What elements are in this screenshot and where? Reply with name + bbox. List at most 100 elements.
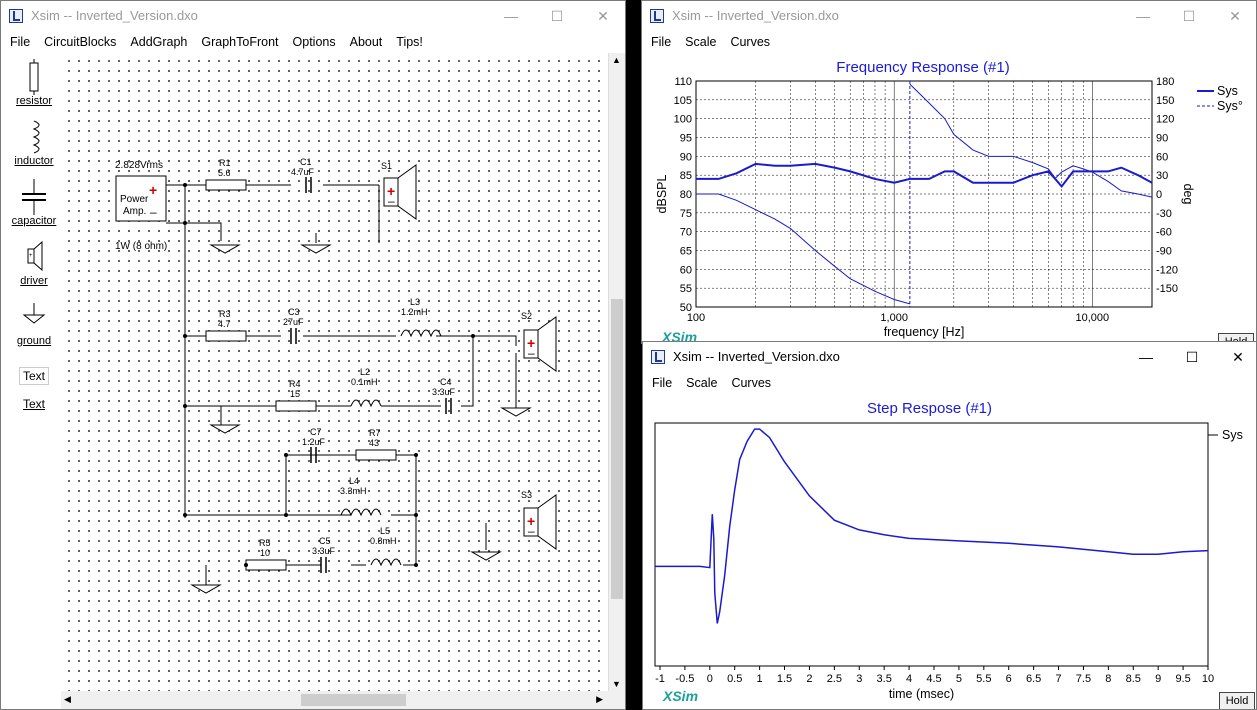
part-r1-value: 5.6 <box>218 168 231 178</box>
x-tick-label: 0 <box>707 673 713 685</box>
menu-curves[interactable]: Curves <box>731 376 772 390</box>
x-tick-label: 100 <box>687 312 705 324</box>
speaker-s3 <box>523 494 557 550</box>
step-titlebar[interactable]: Xsim -- Inverted_Version.dxo — ☐ ✕ <box>643 342 1256 372</box>
text-icon: Text <box>18 367 49 385</box>
speaker-s2 <box>523 316 557 372</box>
x-tick-label: 6 <box>1006 673 1012 685</box>
menu-circuitblocks[interactable]: CircuitBlocks <box>44 35 117 49</box>
y-tick-label: 50 <box>680 302 692 314</box>
window-title: Xsim -- Inverted_Version.dxo <box>672 8 839 23</box>
y-tick-label: 85 <box>680 170 692 182</box>
scroll-thumb[interactable] <box>611 299 623 599</box>
y2-tick-label: -120 <box>1156 264 1178 276</box>
y2-tick-label: 150 <box>1156 95 1174 107</box>
part-r7-value: 43 <box>369 438 380 448</box>
xsim-watermark: XSim <box>663 688 699 704</box>
svg-text:+: + <box>527 335 535 351</box>
maximize-icon[interactable]: ☐ <box>550 8 564 24</box>
component-palette: resistor inductor capacitor + driver gro… <box>9 53 57 693</box>
menu-file[interactable]: File <box>10 35 31 49</box>
x-tick-label: 7.5 <box>1076 673 1091 685</box>
part-l2-value: 0.1mH <box>351 377 378 387</box>
scroll-up-arrow[interactable]: ▲ <box>612 55 621 65</box>
y2-tick-label: 0 <box>1156 189 1162 201</box>
palette-driver-label: driver <box>20 275 48 287</box>
scroll-left-arrow[interactable]: ◀ <box>64 694 71 704</box>
minimize-icon[interactable]: — <box>504 8 518 24</box>
y2-tick-label: 60 <box>1156 151 1168 163</box>
schematic-vertical-scrollbar[interactable]: ▲ ▼ <box>608 53 625 691</box>
svg-text:+: + <box>527 513 535 529</box>
part-l3-name: L3 <box>410 297 421 307</box>
palette-text-link[interactable]: Text <box>9 397 59 411</box>
window-title: Xsim -- Inverted_Version.dxo <box>673 349 840 364</box>
part-l3-value: 1.2mH <box>401 307 428 317</box>
scroll-right-arrow[interactable]: ▶ <box>596 694 603 704</box>
part-c1-value: 4.7uF <box>291 167 315 177</box>
x-tick-label: 3 <box>856 673 862 685</box>
schematic-titlebar[interactable]: Xsim -- Inverted_Version.dxo — ☐ ✕ <box>1 1 625 31</box>
menu-tips[interactable]: Tips! <box>396 35 423 49</box>
part-s2-name: S2 <box>521 311 533 321</box>
close-icon[interactable]: ✕ <box>1232 349 1244 365</box>
frequency-menubar: File Scale Curves <box>642 31 1256 53</box>
menu-file[interactable]: File <box>651 35 672 49</box>
menu-graphtofront[interactable]: GraphToFront <box>201 35 279 49</box>
menu-addgraph[interactable]: AddGraph <box>130 35 188 49</box>
amp-voltage-label: 2.828Vrms <box>115 160 163 171</box>
minimize-icon[interactable]: — <box>1136 8 1150 24</box>
svg-text:–: – <box>528 524 535 538</box>
x-tick-label: 3.5 <box>877 673 892 685</box>
menu-file[interactable]: File <box>652 376 673 390</box>
menu-scale[interactable]: Scale <box>685 35 717 49</box>
hold-button[interactable]: Hold <box>1218 333 1254 343</box>
x-tick-label: 1,000 <box>880 312 908 324</box>
menu-scale[interactable]: Scale <box>686 376 718 390</box>
x-tick-label: -1 <box>655 673 665 685</box>
xsim-watermark: XSim <box>662 329 698 344</box>
frequency-grid <box>695 80 1153 308</box>
palette-resistor[interactable]: resistor <box>9 59 59 107</box>
part-c5-name: C5 <box>319 536 331 546</box>
palette-capacitor[interactable]: capacitor <box>9 179 59 227</box>
svg-text:+: + <box>149 182 157 198</box>
x-tick-label: -0.5 <box>675 673 694 685</box>
part-c1-name: C1 <box>300 157 312 167</box>
palette-ground-label: ground <box>16 335 52 347</box>
part-l4-value: 3.3mH <box>340 486 367 496</box>
menu-options[interactable]: Options <box>292 35 336 49</box>
palette-ground[interactable]: ground <box>9 301 59 347</box>
maximize-icon[interactable]: ☐ <box>1185 349 1199 365</box>
close-icon[interactable]: ✕ <box>1229 8 1241 24</box>
maximize-icon[interactable]: ☐ <box>1182 8 1196 24</box>
speaker-s1 <box>383 164 417 220</box>
step-window: Xsim -- Inverted_Version.dxo — ☐ ✕ File S… <box>642 341 1257 710</box>
svg-text:–: – <box>528 346 535 360</box>
sys-step-series <box>655 428 1209 624</box>
schematic-canvas[interactable]: + + + + – – – – 2.828Vrms Power Amp. 1W … <box>61 53 608 693</box>
y2-axis-label: deg <box>1181 184 1195 205</box>
hold-button[interactable]: Hold <box>1219 692 1255 709</box>
x-tick-label: 9.5 <box>1175 673 1190 685</box>
scroll-down-arrow[interactable]: ▼ <box>612 679 621 689</box>
menu-about[interactable]: About <box>349 35 383 49</box>
schematic-horizontal-scrollbar[interactable]: ◀ ▶ <box>61 691 625 709</box>
palette-inductor[interactable]: inductor <box>9 119 59 167</box>
y-tick-label: 75 <box>680 208 692 220</box>
frequency-titlebar[interactable]: Xsim -- Inverted_Version.dxo — ☐ ✕ <box>642 1 1256 31</box>
minimize-icon[interactable]: — <box>1139 349 1153 365</box>
y-tick-label: 60 <box>680 264 692 276</box>
menu-curves[interactable]: Curves <box>730 35 771 49</box>
palette-text[interactable]: Text <box>9 367 59 385</box>
close-icon[interactable]: ✕ <box>597 8 609 24</box>
x-tick-label: 2.5 <box>827 673 842 685</box>
svg-text:+: + <box>29 253 33 259</box>
hscroll-thumb[interactable] <box>301 694 406 706</box>
x-tick-label: 5 <box>956 673 962 685</box>
palette-capacitor-label: capacitor <box>11 215 57 227</box>
y-tick-label: 55 <box>680 283 692 295</box>
sys-phase-series <box>909 83 1153 198</box>
palette-driver[interactable]: + driver <box>9 239 59 287</box>
